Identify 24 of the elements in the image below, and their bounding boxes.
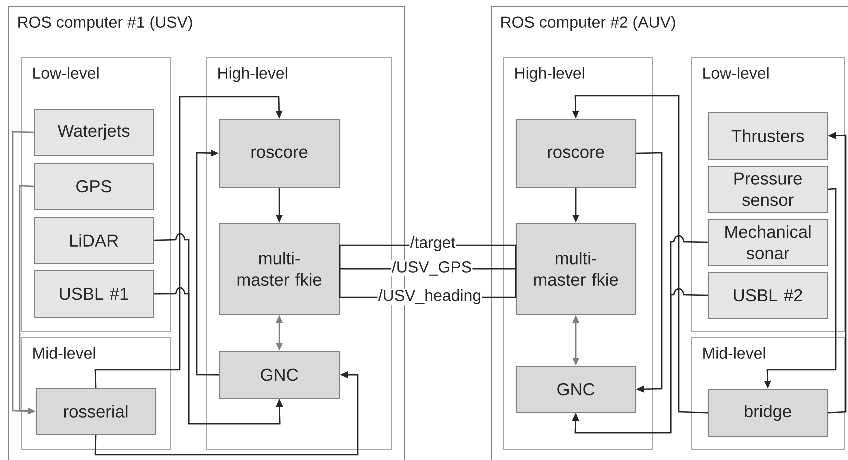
arrow [196,150,219,376]
process-box: multi-master fkie [219,223,340,316]
process-box: rosserial [36,388,156,436]
process-box: GNC [516,366,636,414]
process-box: bridge [708,389,828,438]
device-box: GPS [34,163,154,210]
device-box: USBL #2 [708,272,828,320]
device-box: Waterjets [34,109,154,156]
arrow [636,152,663,393]
edge-label: /USV_GPS [391,260,473,277]
process-box: GNC [219,351,340,400]
device-box: LiDAR [34,217,154,264]
device-box: USBL #1 [34,270,154,318]
device-box: Pressure sensor [708,166,828,214]
arrow [94,96,283,388]
process-box: roscore [219,119,340,188]
edge-label: /target [410,236,456,252]
device-box: Thrusters [708,112,828,160]
edge-label: /USV_heading [378,288,482,306]
process-box: roscore [516,119,636,188]
device-box: Mechanical sonar [708,219,828,266]
process-box: multi-master fkie [516,223,636,316]
arrow [94,372,359,456]
arrow [572,288,708,434]
